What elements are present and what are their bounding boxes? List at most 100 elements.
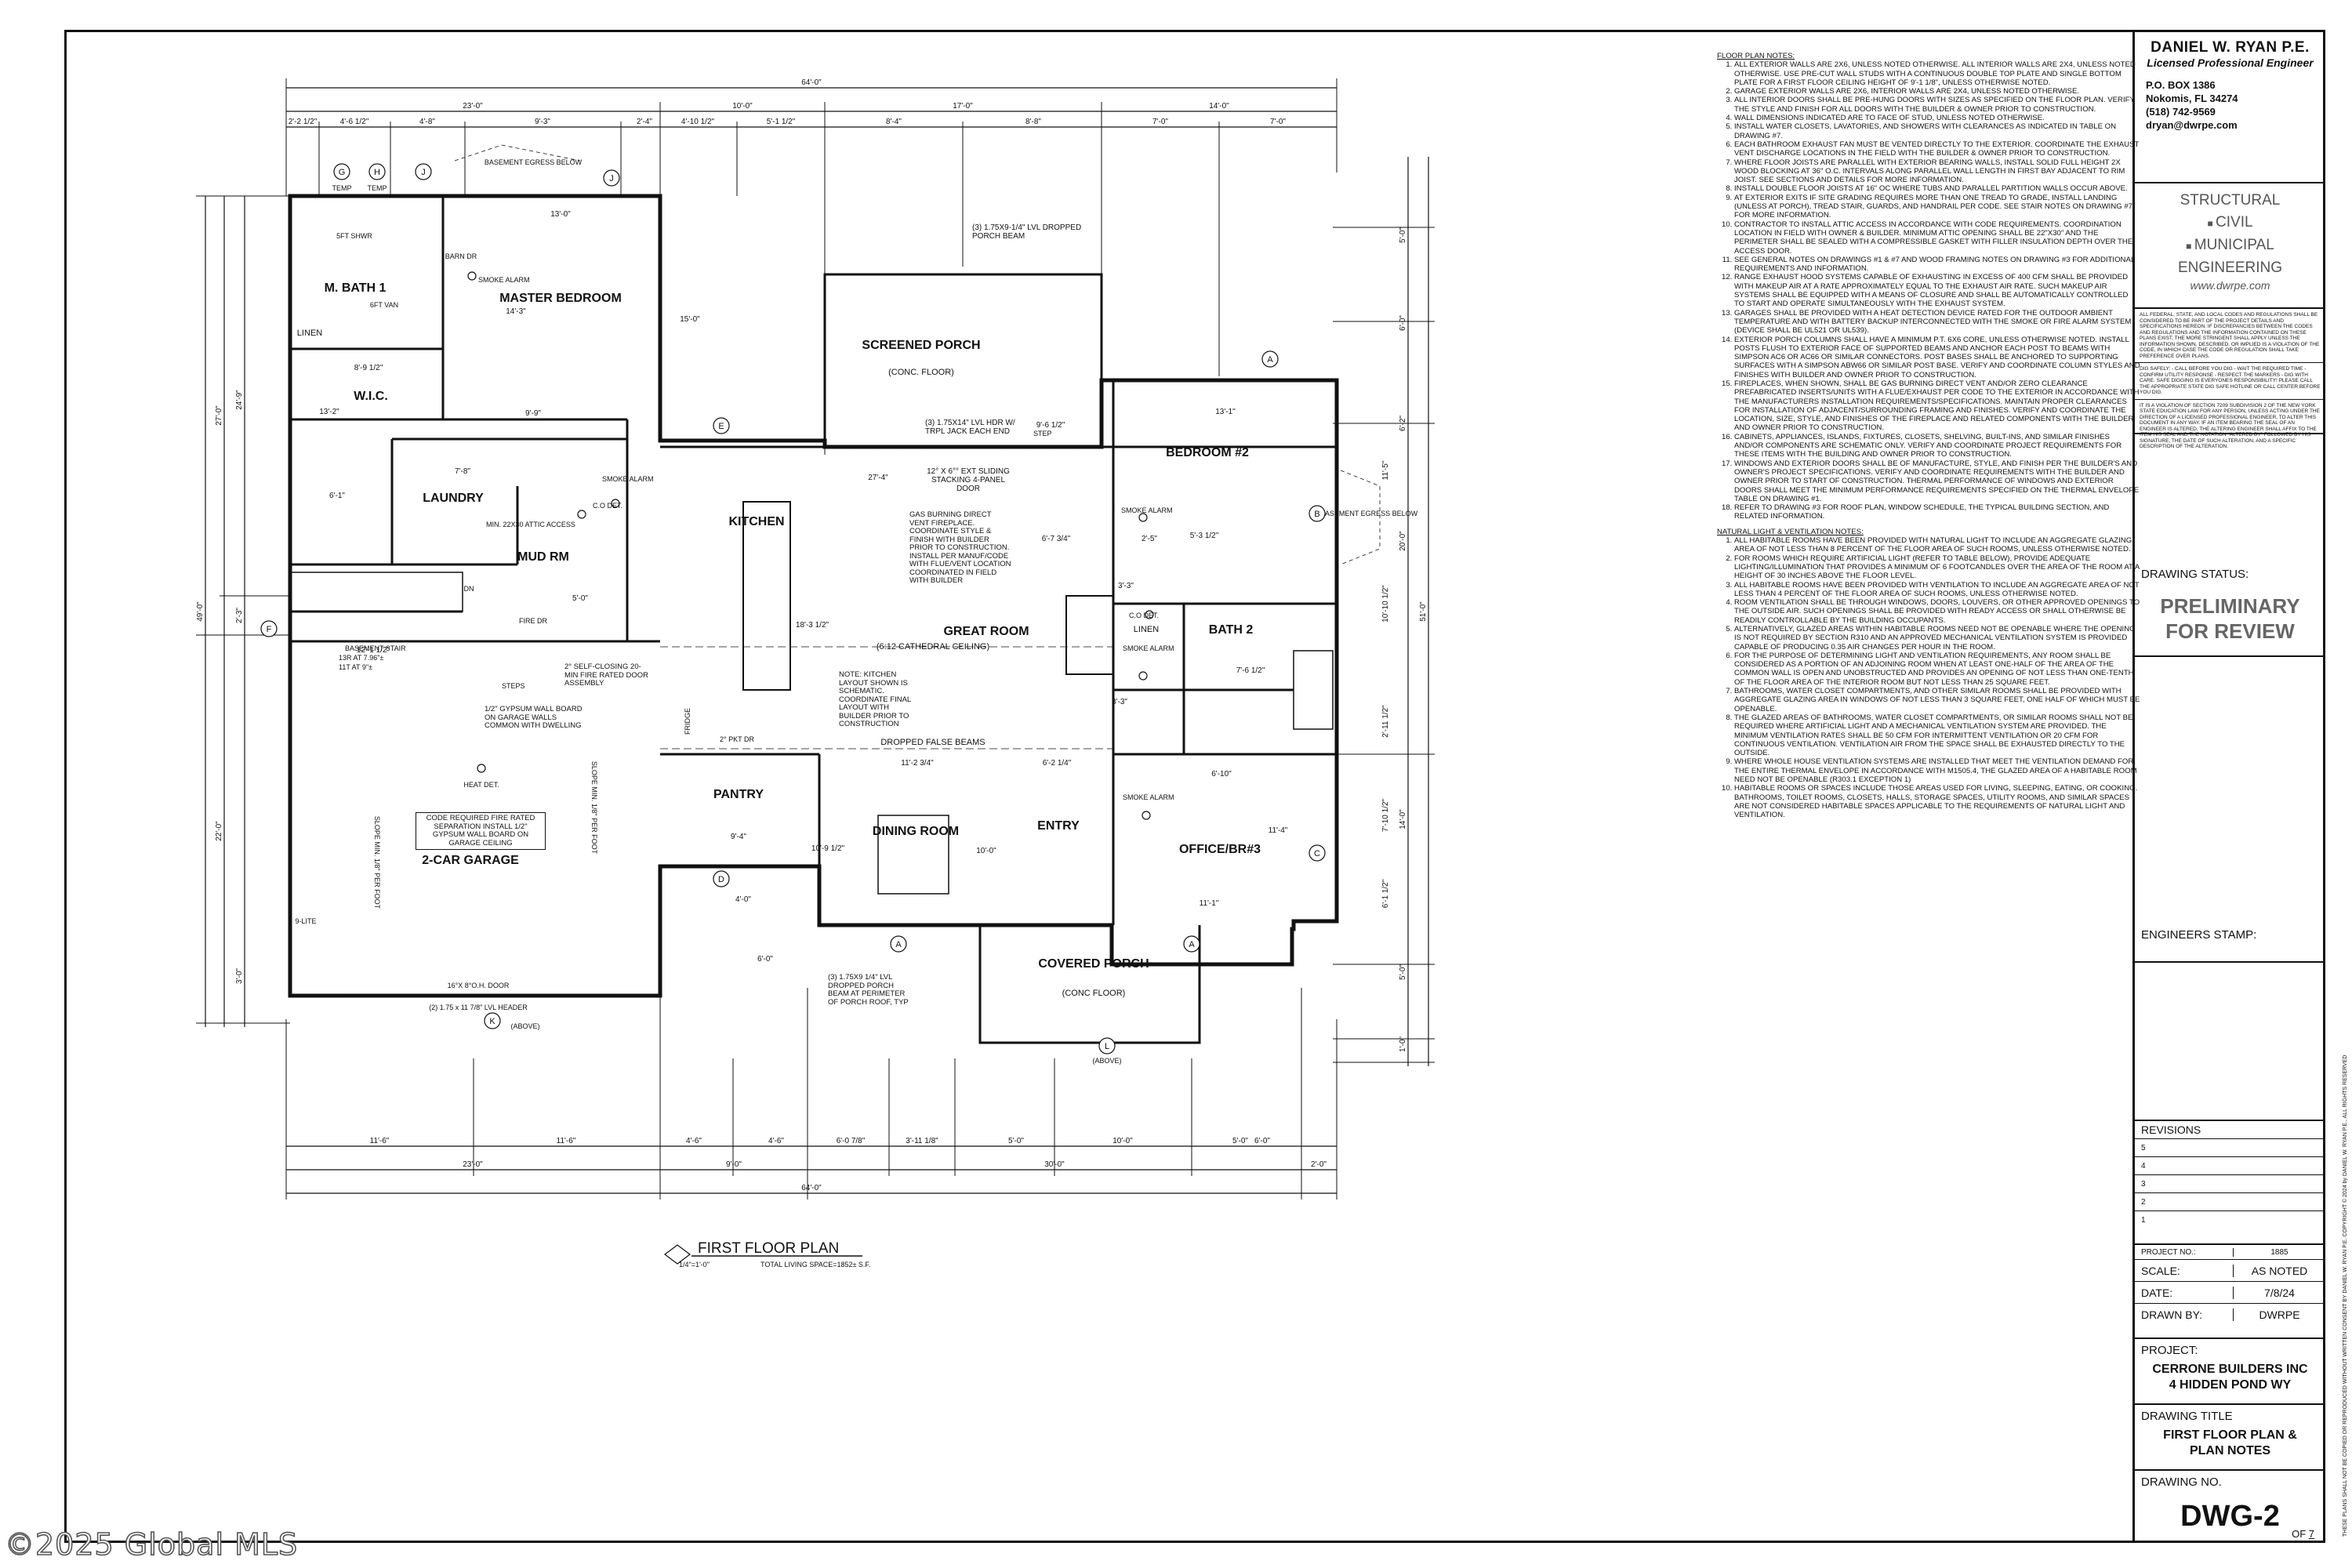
revision-number: 4 (2141, 1161, 2146, 1171)
legal-alteration: IT IS A VIOLATION OF SECTION 7209 SUBDIV… (2135, 398, 2325, 453)
room-screened-porch: SCREENED PORCH (862, 339, 980, 352)
label-smoke-mud: SMOKE ALARM (602, 475, 654, 483)
dim-left-row: 22'-0" (215, 821, 223, 841)
grid-marker-letter: J (421, 168, 426, 177)
dim-bottom-detail: 5'-0" (1232, 1137, 1248, 1145)
floor-note-13: GARAGES SHALL BE PROVIDED WITH A HEAT DE… (1734, 309, 2140, 336)
grid-marker-bubble (1308, 844, 1326, 862)
label-cathedral: (6:12 CATHEDRAL CEILING) (877, 642, 989, 652)
grid-marker-bubble (1183, 935, 1200, 953)
project-address: 4 HIDDEN POND WY (2169, 1378, 2292, 1392)
grid-marker-bubble (1261, 350, 1279, 368)
copyright-note: THESE PLANS SHALL NOT BE COPIED OR REPRO… (2343, 1054, 2348, 1537)
note-self-closing: 2° SELF-CLOSING 20-MIN FIRE RATED DOOR A… (564, 662, 648, 688)
label-basement-egress-top: BASEMENT EGRESS BELOW (485, 158, 583, 166)
drawn-by-label: DRAWN BY: (2141, 1308, 2203, 1321)
note-gypsum: 1/2" GYPSUM WALL BOARD ON GARAGE WALLS C… (485, 705, 583, 730)
label-steps: STEPS (502, 682, 525, 690)
dim-bottom-detail: 10'-0" (1112, 1137, 1133, 1145)
grid-marker-bubble (260, 620, 278, 637)
dim-right-row: 6'-2" (1399, 416, 1407, 431)
room-bedroom-2: BEDROOM #2 (1166, 446, 1249, 459)
label-oh-door: 16°X 8°O.H. DOOR (448, 982, 510, 989)
label-smoke-master: SMOKE ALARM (478, 276, 530, 284)
dim-top-detail: 4'-8" (419, 118, 435, 126)
dim-top-detail: 2'-4" (637, 118, 652, 126)
room-garage: 2-CAR GARAGE (422, 854, 519, 867)
alarm-icon (1145, 610, 1154, 619)
note-header: (3) 1.75X14" LVL HDR W/ TRPL JACK EACH E… (925, 419, 1015, 436)
light-note-7: BATHROOMS, WATER CLOSET COMPARTMENTS, AN… (1734, 687, 2140, 713)
label-smoke-hall: SMOKE ALARM (1123, 644, 1174, 652)
dim-interior: 10'-0" (976, 847, 996, 855)
grid-marker-bubble (713, 870, 730, 887)
dim-right-row: 5'-0" (1399, 964, 1407, 980)
label-heat-det: HEAT DET. (463, 781, 499, 789)
alarm-icon (577, 510, 586, 519)
plan-scale: 1/4"=1'-0" (679, 1261, 710, 1269)
room-dining: DINING ROOM (873, 825, 959, 838)
engineer-license: Licensed Professional Engineer (2147, 56, 2314, 69)
grid-marker-letter: B (1314, 510, 1319, 519)
floor-note-8: INSTALL DOUBLE FLOOR JOISTS AT 16" OC WH… (1734, 184, 2140, 193)
project-no-label: PROJECT NO.: (2141, 1247, 2196, 1257)
label-shower: 5FT SHWR (336, 232, 372, 240)
engineer-address-1: P.O. BOX 1386 (2146, 79, 2216, 91)
dim-interior: 6'-2 1/4" (1043, 759, 1072, 768)
plan-notes: FLOOR PLAN NOTES: ALL EXTERIOR WALLS ARE… (1717, 49, 2140, 820)
label-step: STEP (1033, 430, 1052, 437)
dim-interior: 6'-10" (1211, 770, 1232, 779)
dim-top-row: 14'-0" (1209, 102, 1229, 111)
plan-title: FIRST FLOOR PLAN (698, 1240, 839, 1257)
revision-number: 2 (2141, 1197, 2146, 1207)
floor-note-14: EXTERIOR PORCH COLUMNS SHALL HAVE A MINI… (1734, 336, 2140, 379)
label-lvl-header: (2) 1.75 x 11 7/8" LVL HEADER (429, 1004, 528, 1011)
grid-marker-letter: F (267, 625, 272, 634)
dim-top-detail: 9'-3" (535, 118, 550, 126)
engineer-phone: (518) 742-9569 (2146, 106, 2216, 118)
floor-note-2: GARAGE EXTERIOR WALLS ARE 2X6, INTERIOR … (1734, 87, 2140, 96)
dim-interior: 7'-8" (455, 467, 470, 476)
dim-interior: 5'-3 1/2" (1190, 532, 1219, 540)
dim-bottom-row: 30'-0" (1044, 1160, 1065, 1169)
engineer-email: dryan@dwrpe.com (2146, 119, 2238, 131)
dim-bottom-detail: 6'-0" (1254, 1137, 1270, 1145)
date-label: DATE: (2141, 1286, 2173, 1299)
dim-right-detail: 2'-11 1/2" (1381, 705, 1390, 738)
dim-top-detail: 7'-0" (1270, 118, 1286, 126)
dim-interior: 9'-9" (525, 409, 541, 418)
grid-marker-letter: J (609, 174, 614, 183)
light-note-2: FOR ROOMS WHICH REQUIRE ARTIFICIAL LIGHT… (1734, 554, 2140, 581)
plan-title-group: FIRST FLOOR PLAN 1/4"=1'-0" TOTAL LIVING… (664, 1240, 870, 1269)
dim-right-row: 1'-0" (1399, 1036, 1407, 1052)
label-conc-floor-covered: (CONC FLOOR) (1062, 989, 1126, 998)
dim-right-row: 6'-0" (1399, 315, 1407, 331)
grid-marker-letter: C (1314, 849, 1320, 858)
light-note-10: HABITABLE ROOMS OR SPACES INCLUDE THOSE … (1734, 784, 2140, 819)
label-conc-floor-porch: (CONC. FLOOR) (888, 368, 954, 377)
dim-top-detail: 4'-6 1/2" (340, 118, 369, 126)
grid-marker-bubble (484, 1012, 501, 1029)
grid-marker-letter: D (718, 875, 724, 884)
firm-structural: STRUCTURAL (2180, 192, 2281, 209)
dim-bottom-row: 23'-0" (463, 1160, 483, 1169)
dim-top-detail: 4'-10 1/2" (681, 118, 715, 126)
floor-notes-title: FLOOR PLAN NOTES: (1717, 52, 1795, 60)
dim-bottom-detail: 3'-11 1/8" (906, 1137, 938, 1145)
room-entry: ENTRY (1037, 819, 1080, 833)
firm-engineering: ENGINEERING (2177, 260, 2283, 276)
dim-right-detail: 11'-5" (1381, 460, 1390, 480)
drawn-by-value: DWRPE (2233, 1308, 2325, 1321)
label-attic: MIN. 22X30 ATTIC ACCESS (486, 521, 575, 528)
light-note-6: FOR THE PURPOSE OF DETERMINING LIGHT AND… (1734, 652, 2140, 687)
grid-marker-letter: A (1267, 355, 1273, 365)
revision-number: 3 (2141, 1179, 2146, 1189)
dim-top-detail: 2'-2 1/2" (289, 118, 318, 126)
floor-note-10: CONTRACTOR TO INSTALL ATTIC ACCESS IN AC… (1734, 220, 2140, 256)
label-slope-right: SLOPE MIN. 1/8" PER FOOT (590, 761, 598, 855)
scale-label: SCALE: (2141, 1264, 2180, 1277)
mls-watermark: ©2025 Global MLS (4, 1526, 299, 1563)
label-co-mud: C.O DET. (593, 502, 622, 510)
dim-top-row: 10'-0" (732, 102, 753, 111)
revision-number: 5 (2141, 1143, 2146, 1152)
